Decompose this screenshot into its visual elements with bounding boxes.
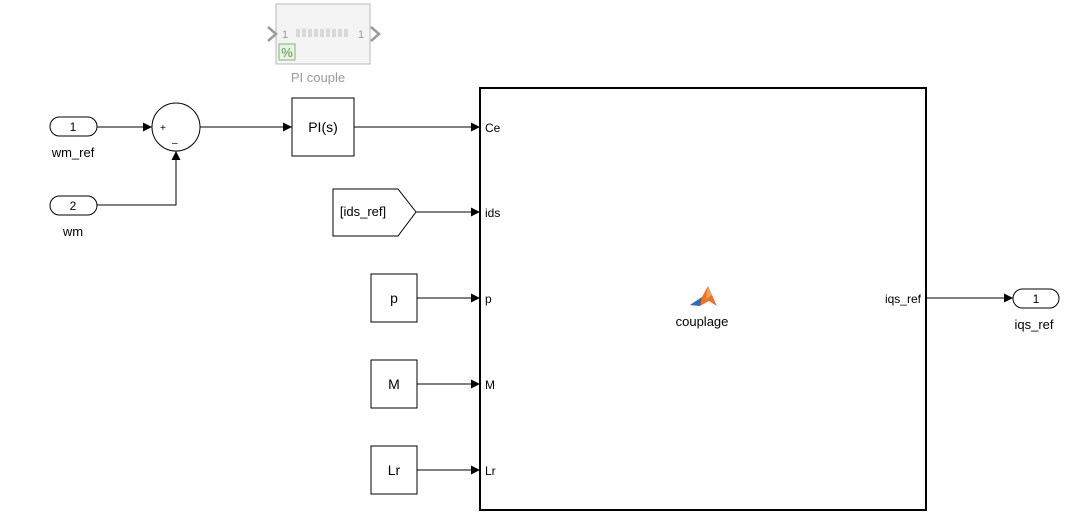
pi-couple-label: PI couple (291, 70, 345, 85)
percent-comment-icon: % (278, 43, 296, 61)
sum-plus-sign: + (160, 123, 166, 134)
signal-lines (97, 122, 1013, 475)
function-block-name: couplage (676, 314, 729, 329)
inport-number: 1 (70, 120, 77, 134)
pi-couple-commented-block[interactable]: 1 1 % (267, 3, 381, 65)
inport-label-wm: wm (62, 224, 83, 239)
constant-label-p: p (390, 290, 398, 306)
input-port-ce: Ce (485, 121, 501, 135)
input-port-ids: ids (485, 206, 500, 220)
inport-wm[interactable]: 2 (49, 195, 98, 216)
outport-number: 1 (1033, 292, 1040, 306)
output-port-iqs-ref: iqs_ref (885, 292, 922, 306)
input-port-m: M (485, 378, 495, 392)
matlab-logo-icon (690, 286, 717, 306)
from-block-label: [ids_ref] (340, 204, 386, 219)
outport-chevron-icon (370, 26, 381, 42)
inport-label-wm-ref: wm_ref (51, 145, 95, 160)
pi-transfer-label: PI(s) (308, 119, 338, 135)
pi-couple-out-port: 1 (358, 29, 364, 41)
inport-wm-ref[interactable]: 1 (49, 116, 98, 137)
outport-label-iqs-ref: iqs_ref (1014, 317, 1053, 332)
constant-block-lr[interactable]: Lr (370, 445, 418, 495)
svg-text:%: % (281, 45, 293, 60)
inport-number: 2 (70, 199, 77, 213)
pi-transfer-function-block[interactable]: PI(s) (291, 97, 355, 157)
from-block-ids-ref[interactable]: [ids_ref] (332, 188, 417, 237)
inport-chevron-icon (267, 26, 278, 42)
sum-block[interactable]: + – (151, 102, 201, 152)
constant-label-m: M (388, 376, 400, 392)
constant-block-p[interactable]: p (370, 273, 418, 323)
sum-minus-sign: – (172, 138, 178, 149)
input-port-lr: Lr (485, 464, 496, 478)
pi-couple-in-port: 1 (282, 29, 288, 41)
constant-label-lr: Lr (388, 462, 401, 478)
matlab-function-block-couplage[interactable]: couplage Ce ids p M Lr iqs_ref (479, 87, 927, 511)
signal-line-wm-to-sum[interactable] (97, 151, 181, 206)
constant-block-m[interactable]: M (370, 359, 418, 409)
outport-iqs-ref[interactable]: 1 (1012, 288, 1060, 309)
input-port-p: p (485, 292, 492, 306)
